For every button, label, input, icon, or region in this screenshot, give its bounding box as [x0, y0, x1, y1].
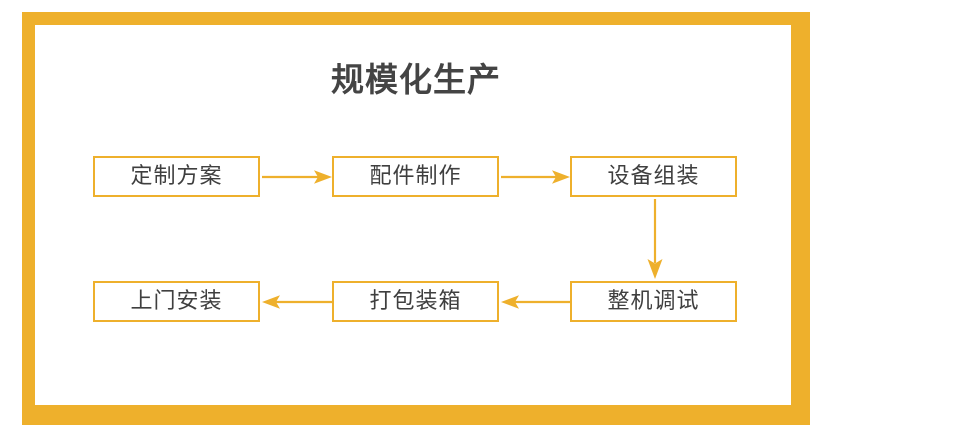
flow-node-dingzhifangan[interactable]: 定制方案 — [93, 156, 260, 197]
arrow-right-icon-step1-step2 — [262, 166, 332, 188]
flow-node-peijianzhizuo[interactable]: 配件制作 — [332, 156, 499, 197]
arrow-left-icon-step4-step5 — [501, 291, 570, 313]
flow-node-zhengjitiaoshi[interactable]: 整机调试 — [570, 281, 737, 322]
flow-node-shangmenanzhuang[interactable]: 上门安装 — [93, 281, 260, 322]
flow-node-shebeizuzhuang[interactable]: 设备组装 — [570, 156, 737, 197]
decorative-gold-frame — [22, 12, 810, 425]
arrow-down-icon-step3-step4 — [636, 199, 674, 279]
page-title: 规模化生产 — [331, 60, 501, 99]
arrow-left-icon-step5-step6 — [262, 291, 332, 313]
flow-node-dabaozhuangxiang[interactable]: 打包装箱 — [332, 281, 499, 322]
arrow-right-icon-step2-step3 — [501, 166, 570, 188]
